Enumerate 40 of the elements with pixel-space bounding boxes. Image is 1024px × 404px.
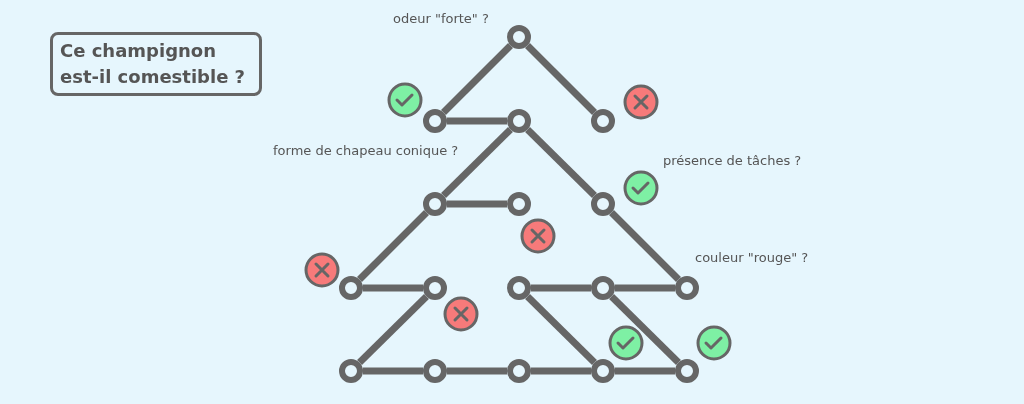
- junction-circle: [423, 359, 447, 383]
- connector-line: [447, 367, 507, 375]
- connector-line: [609, 293, 681, 366]
- junction-circle: [675, 359, 699, 383]
- junction-circle: [507, 276, 531, 300]
- connector-line: [525, 293, 597, 366]
- connector-line: [357, 293, 429, 366]
- connector-line: [531, 284, 591, 292]
- junction-circle: [339, 276, 363, 300]
- connector-line: [447, 200, 507, 208]
- connector-line: [609, 210, 681, 282]
- connector-line: [525, 43, 597, 115]
- junction-circle: [675, 276, 699, 300]
- junction-circle: [423, 192, 447, 216]
- connector-line: [615, 284, 675, 292]
- junction-circle: [591, 192, 615, 216]
- junction-circle: [507, 359, 531, 383]
- connector-line: [525, 126, 597, 199]
- connector-line: [615, 367, 675, 375]
- junction-circle: [423, 276, 447, 300]
- junction-circle: [507, 25, 531, 49]
- connector-line: [357, 210, 429, 282]
- question-label: présence de tâches ?: [663, 153, 802, 168]
- junction-circle: [507, 109, 531, 133]
- junction-circle: [591, 359, 615, 383]
- question-label: forme de chapeau conique ?: [273, 143, 459, 158]
- junction-circle: [423, 109, 447, 133]
- connector-line: [363, 367, 423, 375]
- connector-line: [441, 43, 513, 115]
- junction-circle: [507, 192, 531, 216]
- question-label: couleur "rouge" ?: [695, 250, 809, 265]
- junction-circle: [591, 109, 615, 133]
- connector-line: [441, 126, 513, 199]
- connector-line: [447, 117, 507, 125]
- junction-circle: [339, 359, 363, 383]
- connector-line: [363, 284, 423, 292]
- junction-circle: [591, 276, 615, 300]
- connector-line: [531, 367, 591, 375]
- title-box: Ce champignon est-il comestible ?: [50, 32, 262, 96]
- question-label: odeur "forte" ?: [393, 11, 489, 26]
